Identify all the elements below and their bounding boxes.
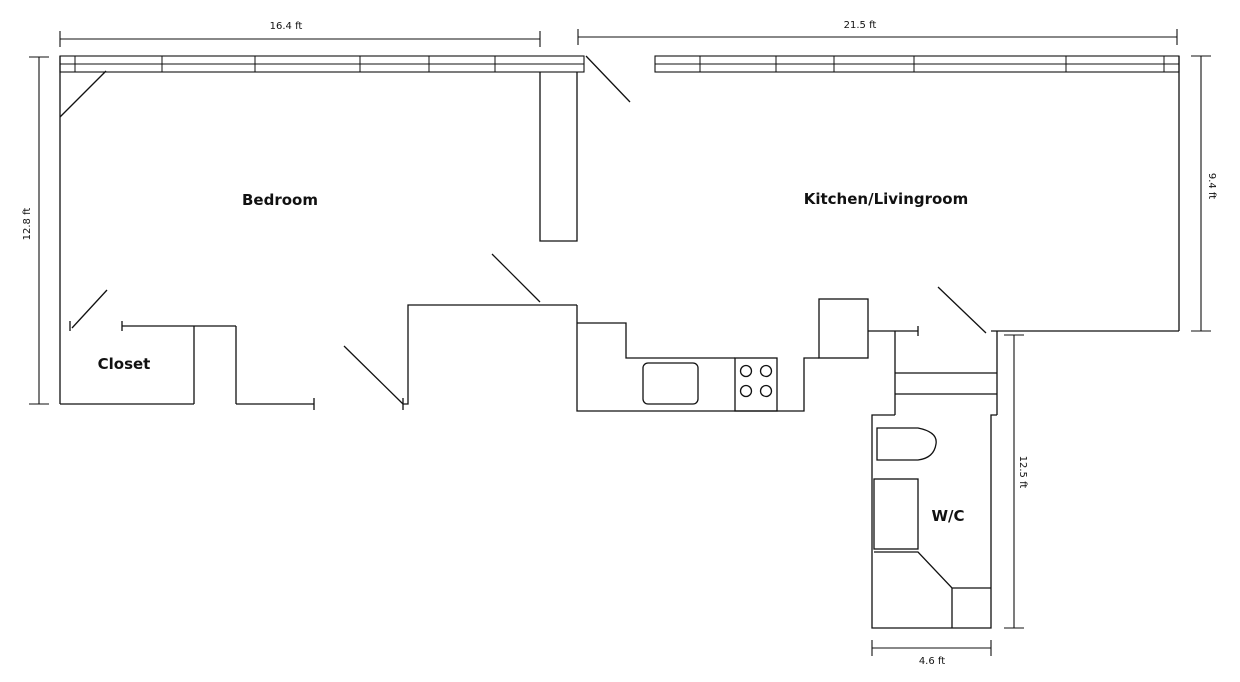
- dimension-label-right: 9.4 ft: [1206, 173, 1217, 199]
- toilet: [873, 478, 919, 550]
- dimension-bath-height: [1004, 334, 1024, 629]
- dimension-left: [29, 56, 49, 405]
- dimension-top-left: [59, 31, 541, 47]
- burner-icon: [759, 364, 773, 378]
- dimension-label-top-left: 16.4 ft: [270, 21, 303, 32]
- dimension-top-right: [577, 29, 1178, 45]
- burner-icon: [739, 384, 753, 398]
- burner-icon: [739, 364, 753, 378]
- dimension-right: [1191, 55, 1211, 332]
- dimension-bath-width: [871, 640, 992, 656]
- doors: [59, 55, 987, 405]
- dimension-label-top-right: 21.5 ft: [844, 20, 877, 31]
- room-label-bedroom: Bedroom: [242, 191, 318, 209]
- bathroom-fixtures: [873, 427, 991, 628]
- dimension-label-bath-height: 12.5 ft: [1017, 456, 1028, 489]
- stove: [734, 357, 778, 412]
- door-swing-bedroom-corner: [59, 70, 107, 118]
- door-swing-hall: [937, 286, 987, 334]
- room-label-wc: W/C: [931, 507, 964, 525]
- door-swing-bedroom-a: [343, 345, 404, 405]
- fridge: [818, 298, 869, 359]
- door-swing-bedroom-b: [491, 253, 541, 303]
- room-label-kitchen: Kitchen/Livingroom: [804, 190, 969, 208]
- door-swing-entry: [585, 55, 631, 103]
- bath-sink: [876, 427, 937, 461]
- door-swing-closet: [71, 289, 108, 329]
- sink: [642, 362, 699, 405]
- windows: [59, 55, 1180, 73]
- burner-icon: [759, 384, 773, 398]
- shower: [874, 551, 991, 589]
- dimension-label-bath-width: 4.6 ft: [919, 656, 945, 667]
- kitchen-fixtures: [642, 357, 778, 412]
- dimension-label-left: 12.8 ft: [22, 208, 33, 241]
- dimension-lines: [29, 29, 1211, 656]
- walls: [59, 56, 1180, 629]
- room-label-closet: Closet: [98, 355, 151, 373]
